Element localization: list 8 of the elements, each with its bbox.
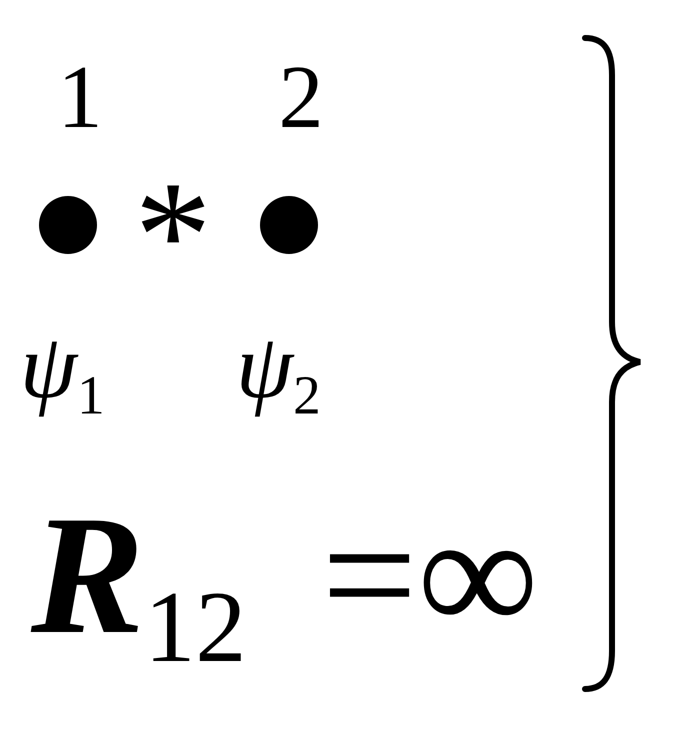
asterisk: * — [134, 158, 212, 313]
wavefunction-label: ψ$_{1}$ — [20, 314, 105, 424]
particle-number: 1 — [58, 53, 102, 143]
particle-number: 2 — [278, 53, 324, 143]
dot-icon — [260, 196, 318, 254]
formula: R$_{12}$ =∞ — [31, 490, 539, 660]
wavefunction-label: ψ$_{2}$ — [236, 314, 321, 424]
dot-icon — [39, 196, 97, 254]
